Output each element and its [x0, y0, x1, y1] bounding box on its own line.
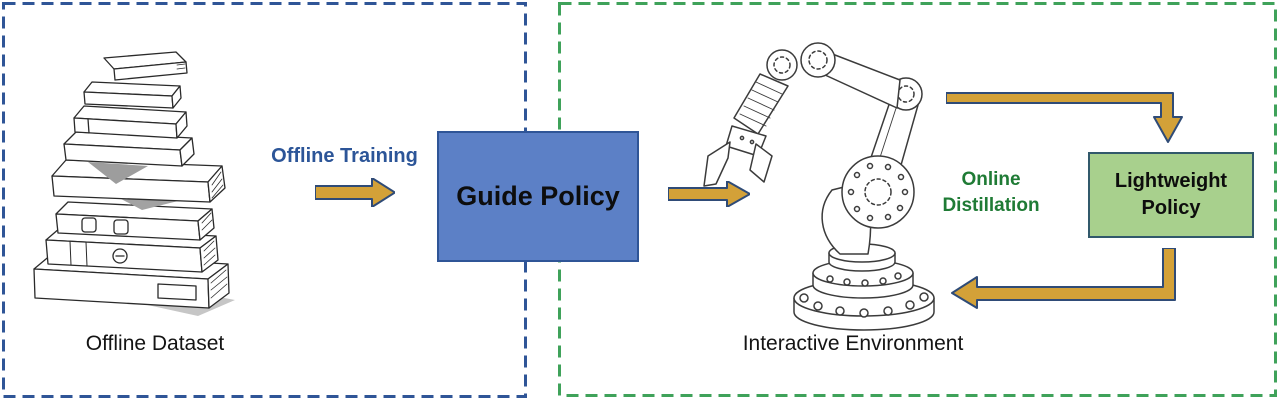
offline-training-text: Offline Training: [271, 145, 418, 167]
guide-to-environment-arrow-icon: [668, 181, 750, 207]
lightweight-policy-line1: Lightweight: [1114, 170, 1228, 192]
books-stack-icon: [33, 51, 235, 316]
offline-dataset-caption: Offline Dataset: [50, 332, 260, 356]
interactive-environment-text: Interactive Environment: [742, 332, 964, 355]
guide-policy-label: Guide Policy: [456, 181, 620, 211]
lightweight-policy-line2: Policy: [1141, 197, 1201, 219]
guide-policy-node: Guide Policy: [437, 131, 639, 262]
interactive-environment-caption: Interactive Environment: [728, 332, 978, 356]
online-distillation-label: Online Distillation: [915, 167, 1067, 218]
lightweight-to-environment-arrow-icon: [951, 248, 1176, 309]
robot-arm-icon: [703, 42, 935, 331]
environment-to-lightweight-arrow-icon: [946, 92, 1183, 143]
lightweight-policy-node: Lightweight Policy: [1088, 152, 1254, 238]
offline-training-label: Offline Training: [262, 143, 427, 170]
offline-dataset-text: Offline Dataset: [85, 332, 225, 355]
online-distillation-line1: Online: [961, 169, 1021, 190]
online-distillation-line2: Distillation: [942, 194, 1040, 216]
offline-training-arrow-icon: [315, 178, 395, 207]
